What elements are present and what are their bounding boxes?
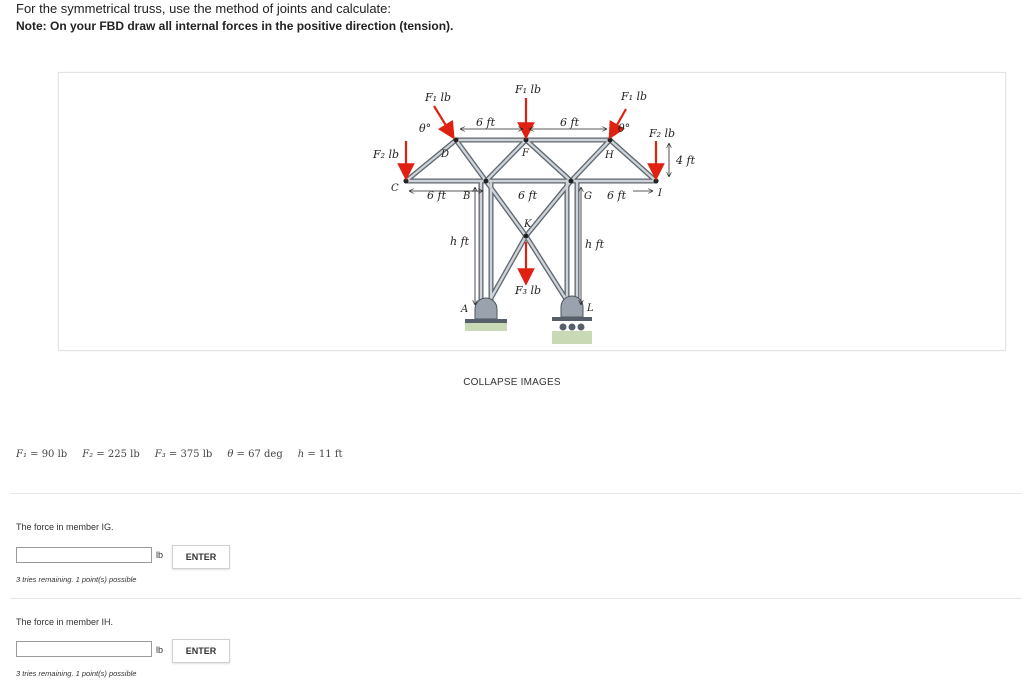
- unit-ig: lb: [156, 550, 164, 560]
- param-h: h = 11 ft: [297, 449, 343, 460]
- truss-figure: F₁ lb F₁ lb F₁ lb F₂ lb F₂ lb F₃ lb θ° θ…: [58, 72, 1006, 351]
- label-h-right: h ft: [585, 238, 605, 251]
- instruction-text: For the symmetrical truss, use the metho…: [16, 1, 392, 16]
- node-g: G: [584, 191, 592, 202]
- collapse-images-button[interactable]: COLLAPSE IMAGES: [463, 377, 561, 388]
- label-h-left: h ft: [450, 235, 470, 248]
- node-b: B: [462, 191, 470, 202]
- given-values: F₁ = 90 lb F₂ = 225 lb F₃ = 375 lb θ = 6…: [16, 449, 358, 460]
- answer-ig-input[interactable]: [16, 547, 152, 563]
- divider: [10, 493, 1022, 494]
- label-theta-left: θ°: [419, 122, 431, 135]
- note-text: Note: On your FBD draw all internal forc…: [16, 19, 454, 33]
- label-f2-left: F₂ lb: [372, 148, 399, 161]
- label-f1-left: F₁ lb: [424, 91, 451, 104]
- node-f: F: [521, 148, 530, 159]
- node-a: A: [460, 304, 468, 315]
- label-dim-bot-mid: 6 ft: [518, 189, 538, 202]
- tries-ih-text: 3 tries remaining. 1 point(s) possible: [16, 669, 137, 678]
- label-f2-right: F₂ lb: [648, 127, 675, 140]
- param-f3: F₃ = 375 lb: [154, 449, 213, 460]
- label-dim-bot-left: 6 ft: [427, 189, 447, 202]
- node-k: K: [523, 219, 532, 230]
- enter-ig-button[interactable]: ENTER: [172, 545, 230, 569]
- label-theta-right: θ°: [618, 122, 630, 135]
- enter-ih-button[interactable]: ENTER: [172, 639, 230, 663]
- label-f1-mid: F₁ lb: [514, 83, 541, 96]
- tries-ig-text: 3 tries remaining. 1 point(s) possible: [16, 575, 137, 584]
- load-arrows: [397, 98, 665, 286]
- question-ig-label: The force in member IG.: [16, 522, 114, 532]
- truss-diagram: F₁ lb F₁ lb F₁ lb F₂ lb F₂ lb F₃ lb θ° θ…: [372, 83, 696, 344]
- roller-support-l: [552, 295, 592, 344]
- label-dim-top-right: 6 ft: [560, 116, 580, 129]
- label-dim-top-left: 6 ft: [476, 116, 496, 129]
- label-dim-4ft: 4 ft: [675, 154, 696, 167]
- label-dim-bot-right: 6 ft: [607, 189, 627, 202]
- node-l: L: [586, 303, 594, 314]
- truss-members: [403, 137, 659, 310]
- node-h: H: [604, 150, 614, 161]
- param-f1: F₁ = 90 lb: [16, 449, 68, 460]
- param-f2: F₂ = 225 lb: [82, 449, 140, 460]
- label-f3: F₃ lb: [514, 284, 541, 297]
- node-c: C: [391, 183, 399, 194]
- unit-ih: lb: [156, 645, 164, 655]
- dimension-lines: [409, 129, 669, 305]
- node-d: D: [440, 149, 449, 160]
- figure-labels: F₁ lb F₁ lb F₁ lb F₂ lb F₂ lb F₃ lb θ° θ…: [372, 83, 696, 315]
- param-theta: θ = 67 deg: [227, 449, 283, 460]
- label-f1-right: F₁ lb: [620, 90, 647, 103]
- node-i: I: [657, 188, 663, 199]
- pin-support-a: [465, 297, 507, 331]
- divider: [10, 598, 1022, 599]
- answer-ih-input[interactable]: [16, 641, 152, 657]
- question-ih-label: The force in member IH.: [16, 617, 114, 627]
